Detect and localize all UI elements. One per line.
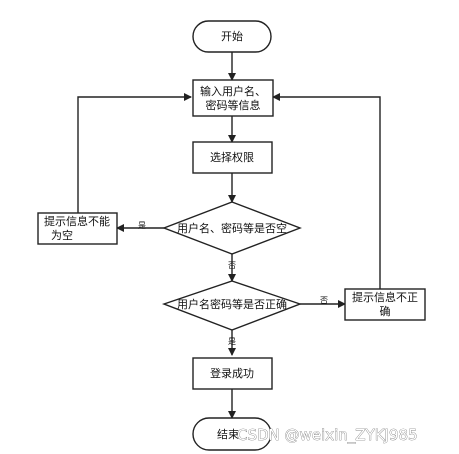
end-terminator [192, 417, 272, 451]
select-permission-box [192, 141, 273, 174]
edge-label-yes-left: 是 [138, 221, 146, 230]
empty-msg-box [37, 212, 118, 245]
decision-empty-label: 用户名、密码等是否空 [177, 221, 287, 235]
incorrect-msg-label-line2: 确 [380, 305, 391, 318]
decision-empty [162, 201, 302, 255]
empty-msg-label-line2: 为空 [51, 228, 73, 242]
edge-label-yes-down: 是 [228, 337, 236, 346]
edge-label-no-down: 否 [228, 261, 236, 270]
start-terminator [192, 20, 272, 53]
incorrect-msg-box [344, 288, 426, 321]
input-info-label-line2: 密码等信息 [206, 98, 261, 112]
select-permission-label: 选择权限 [210, 150, 254, 164]
loop-empty-msg-to-input [77, 93, 192, 213]
decision-correct-label: 用户名密码等是否正确 [177, 297, 287, 311]
start-label: 开始 [221, 29, 243, 43]
input-info-box [192, 79, 274, 117]
loop-incorrect-msg-to-input [272, 93, 381, 289]
decision-correct [161, 280, 303, 331]
incorrect-msg-label-line1: 提示信息不正 [352, 290, 418, 304]
input-info-label-line1: 输入用户名、 [200, 84, 266, 98]
end-label: 结束 [217, 428, 239, 441]
login-success-label: 登录成功 [210, 366, 254, 380]
csdn-watermark: CSDN @weixin_ZYKJ985 [237, 426, 418, 445]
edge-label-no-right: 否 [320, 296, 328, 305]
empty-msg-label-line1: 提示信息不能 [44, 214, 110, 228]
login-success-box [192, 357, 273, 390]
